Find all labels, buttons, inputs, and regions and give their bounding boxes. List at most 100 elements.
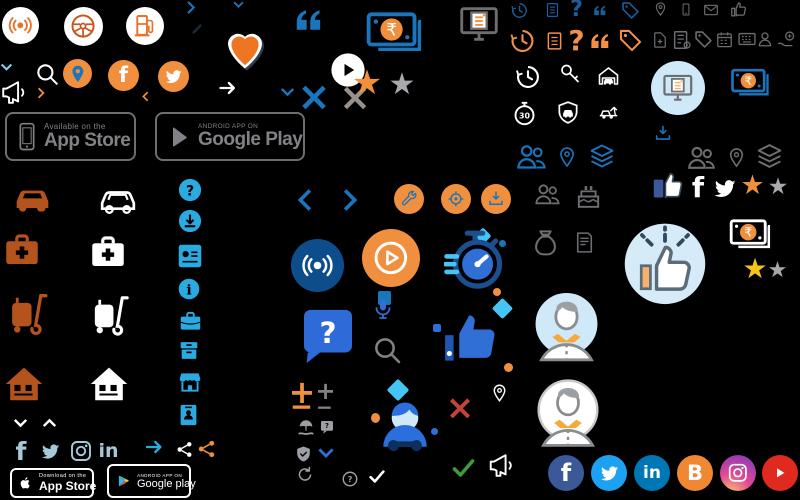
badge-line2: App Store: [44, 129, 131, 151]
car-white-icon-glyph: [100, 191, 136, 214]
chevron-left-large-icon[interactable]: [293, 186, 315, 214]
info-circle-cyan-icon: i: [176, 276, 202, 302]
pin-blue-icon: [556, 141, 578, 173]
wrench-circle-icon[interactable]: [394, 184, 424, 214]
badge-line1: Download on the: [39, 473, 87, 479]
download-blue-icon[interactable]: [653, 124, 673, 143]
googleplay-badge-dark[interactable]: ANDROID APP ON Google play: [107, 464, 196, 498]
dot-blue-2-icon: [431, 428, 438, 435]
chevron-down-blue-2-icon: [280, 86, 295, 99]
id-card-cyan-icon-glyph: [180, 404, 197, 426]
youtube-social-icon[interactable]: [762, 455, 798, 491]
megaphone-white-2-icon: [485, 450, 521, 481]
badge-line2: App Store: [39, 479, 97, 493]
file-text-blue-icon: [544, 0, 561, 20]
instagram-social-icon[interactable]: [720, 455, 756, 491]
rupee-note-white-icon: ₹: [720, 211, 780, 254]
minus-gray-icon-glyph: −: [316, 395, 333, 419]
pin-gray-sm-icon: [653, 0, 668, 18]
quote-mark-large-icon: [286, 2, 330, 38]
pencil-icon-glyph: [192, 24, 202, 34]
chevron-right-large-icon[interactable]: [340, 186, 362, 214]
house-white-icon-glyph: [90, 367, 128, 401]
target-circle-icon-glyph: [448, 191, 464, 207]
phone-gray-sm-icon: [679, 0, 693, 19]
twitter-social-icon[interactable]: [591, 455, 627, 491]
share-orange-icon[interactable]: [196, 437, 217, 461]
chevron-right-large-icon-glyph: [343, 189, 358, 211]
blogger-social-icon[interactable]: B: [677, 455, 713, 491]
facebook-pale-icon[interactable]: f: [14, 439, 28, 464]
fuel-pump-circle-icon: [126, 7, 164, 45]
facebook-circle-orange-icon[interactable]: f: [108, 60, 139, 91]
shop-cyan-icon-glyph: [179, 373, 201, 392]
x-blue-icon: ×: [297, 77, 331, 117]
rupee-note-large-icon-glyph: ₹: [366, 12, 422, 52]
star-gray-1-icon-glyph: ★: [388, 66, 416, 102]
press-thumb-circle-icon: [619, 213, 711, 307]
appstore-badge-outline[interactable]: Available on the App Store: [5, 112, 136, 161]
keypad-gray-icon-glyph: [738, 32, 756, 46]
shield-check-gray-icon-glyph: [297, 446, 310, 462]
linkedin-pale-icon[interactable]: in: [97, 440, 120, 462]
users-blue-icon: [515, 140, 548, 173]
chevron-down-white-icon: [12, 417, 29, 430]
question-circle-gray-icon-glyph: ?: [342, 471, 358, 487]
file-text-blue-icon-glyph: [546, 3, 559, 17]
play-triangle-color-icon: [116, 473, 130, 489]
star-gray-3-icon: ★: [766, 259, 789, 282]
phone-gray-sm-icon-glyph: [682, 3, 690, 16]
file-text-orange-icon: [544, 27, 565, 55]
tag-gray-icon: [693, 29, 714, 50]
facebook-f-white-icon-glyph: f: [691, 170, 705, 204]
first-aid-kit-white-icon-glyph: [92, 236, 124, 266]
id-card-cyan-icon: [175, 399, 202, 431]
dot-orange-2-icon: [504, 363, 513, 372]
twitter-white-icon: [711, 176, 739, 201]
first-aid-kit-orange-icon: [1, 227, 43, 273]
linkedin-social-icon[interactable]: in: [634, 455, 670, 491]
share-white-icon[interactable]: [175, 439, 194, 460]
location-pin-circle-icon[interactable]: [63, 59, 92, 88]
facebook-social-icon[interactable]: f: [548, 455, 584, 491]
googleplay-badge-outline[interactable]: ANDROID APP ON Google Play: [155, 112, 305, 161]
check-green-icon-glyph: [452, 459, 475, 477]
question-blue-icon: ?: [568, 0, 585, 21]
twitter-circle-orange-icon[interactable]: [158, 61, 189, 92]
key-white-icon: [558, 62, 583, 86]
person-gray-icon: [756, 28, 774, 50]
arrow-right-blue-icon-glyph: [145, 440, 162, 454]
twitter-social-icon-glyph: [600, 466, 618, 481]
download-circle-orange-icon[interactable]: [481, 184, 511, 214]
download-circle-cyan-icon[interactable]: [176, 207, 204, 235]
tag-orange-icon-glyph: [619, 29, 642, 52]
keypad-gray-icon: [736, 29, 758, 49]
blogger-social-icon-glyph: B: [686, 460, 703, 485]
badge-line2: Google Play: [198, 128, 303, 150]
svg-text:₹: ₹: [744, 225, 752, 240]
archive-cyan-icon: [176, 338, 202, 363]
tow-truck-white-icon: [593, 101, 624, 123]
minus-gray-icon: −: [316, 397, 333, 417]
target-circle-icon[interactable]: [441, 184, 471, 214]
clock-history-orange-icon-glyph: [510, 30, 534, 52]
question-circle-cyan-icon-glyph: ?: [178, 178, 202, 202]
bulb-white-icon: [485, 409, 522, 448]
share-orange-icon-glyph: [198, 440, 215, 458]
quotes-orange-icon-glyph: [591, 33, 609, 49]
check-green-icon: [450, 456, 477, 480]
umbrella-hand-gray-icon: [294, 419, 318, 439]
twitter-pale-icon[interactable]: [39, 441, 62, 462]
chat-question-gray-icon: ?: [318, 418, 336, 436]
chevron-up-white-icon: [41, 416, 58, 429]
instagram-pale-icon-glyph: [71, 441, 91, 461]
chevron-left-orange-icon-glyph: [142, 91, 149, 102]
envelope-gray-sm-icon-glyph: [704, 4, 718, 16]
instagram-pale-icon[interactable]: [69, 439, 93, 463]
appstore-badge-dark[interactable]: Download on the App Store: [10, 468, 97, 498]
refresh-gray-icon: [295, 465, 315, 484]
play-disc-white-icon[interactable]: [327, 49, 369, 91]
play-circle-orange-icon[interactable]: [362, 229, 420, 287]
chevron-left-large-icon-glyph: [297, 189, 312, 211]
tag-gray-icon-glyph: [695, 31, 712, 48]
